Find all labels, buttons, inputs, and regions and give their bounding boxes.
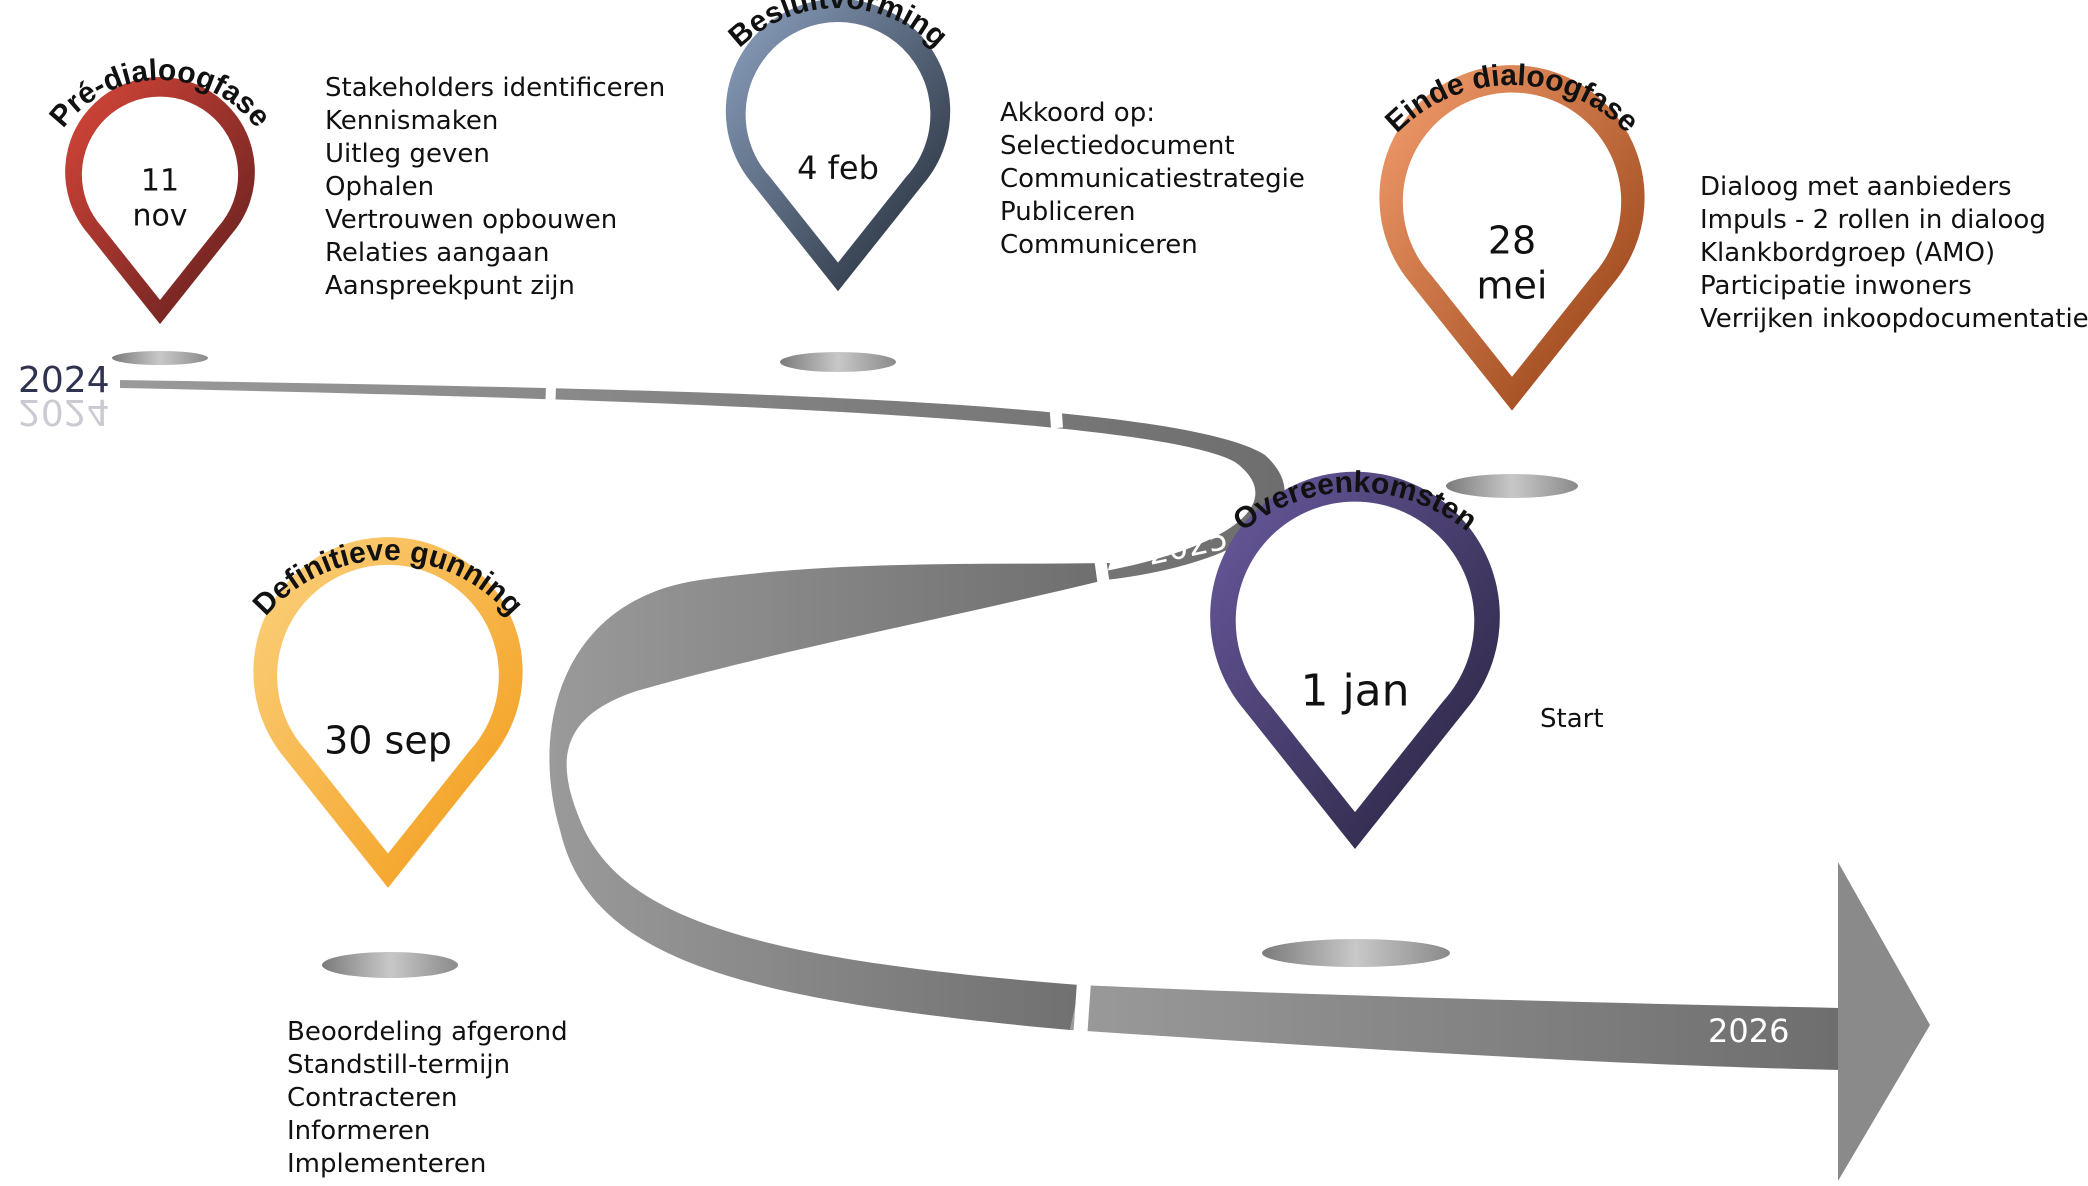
milestone-item: Impuls - 2 rollen in dialoog (1700, 205, 2046, 235)
timeline-road (120, 371, 1930, 1181)
milestone-item: Aanspreekpunt zijn (325, 271, 575, 301)
year-2024-reflection: 2024 (18, 391, 110, 432)
milestone-date: 11 (141, 164, 179, 199)
milestone-item: Relaties aangaan (325, 238, 549, 268)
year-labels: 2024 2024 2025 2026 (18, 360, 1789, 1050)
milestone-item: Implementeren (287, 1149, 486, 1179)
year-2026-label: 2026 (1708, 1012, 1789, 1050)
milestone-date: 1 jan (1300, 665, 1409, 716)
location-pin-icon (1379, 65, 1645, 411)
milestone-item: Klankbordgroep (AMO) (1700, 238, 1995, 268)
milestone-item: Informeren (287, 1116, 430, 1146)
location-pin-icon (65, 77, 255, 325)
milestone-item: Akkoord op: (1000, 98, 1155, 128)
pin-shadow (1446, 474, 1578, 498)
milestone-date: 28 (1488, 218, 1536, 262)
location-pin-icon (725, 0, 951, 292)
milestone-item: Stakeholders identificeren (325, 73, 665, 103)
milestone-item: Communiceren (1000, 230, 1198, 260)
location-pin-icon (1210, 471, 1500, 850)
milestone-item: Communicatiestrategie (1000, 164, 1305, 194)
year-2024-label: 2024 (18, 360, 110, 401)
milestone-item: Dialoog met aanbieders (1700, 172, 2012, 202)
milestone-item: Beoordeling afgerond (287, 1017, 568, 1047)
milestone-date: mei (1477, 263, 1548, 307)
milestone-item: Standstill-termijn (287, 1050, 510, 1080)
milestone-item: Ophalen (325, 172, 434, 202)
milestone-item: Uitleg geven (325, 139, 490, 169)
milestone-item: Vertrouwen opbouwen (325, 205, 617, 235)
milestone-item: Verrijken inkoopdocumentatie (1700, 304, 2088, 334)
milestone-item: Contracteren (287, 1083, 457, 1113)
milestone-date: 30 sep (324, 718, 452, 762)
pin-shadow (780, 352, 896, 372)
milestone-item: Selectiedocument (1000, 131, 1235, 161)
milestone-date: 4 feb (797, 149, 879, 187)
pin-shadow (322, 952, 458, 978)
pin-shadow (1262, 939, 1450, 967)
milestone-item: Publiceren (1000, 197, 1136, 227)
milestone-item: Start (1540, 704, 1604, 734)
milestone-item: Participatie inwoners (1700, 271, 1972, 301)
year-2025-label: 2025 (1144, 519, 1232, 573)
milestone-item: Kennismaken (325, 106, 498, 136)
location-pin-icon (253, 537, 523, 888)
pin-shadow (112, 351, 208, 365)
milestone-date: nov (132, 199, 187, 234)
